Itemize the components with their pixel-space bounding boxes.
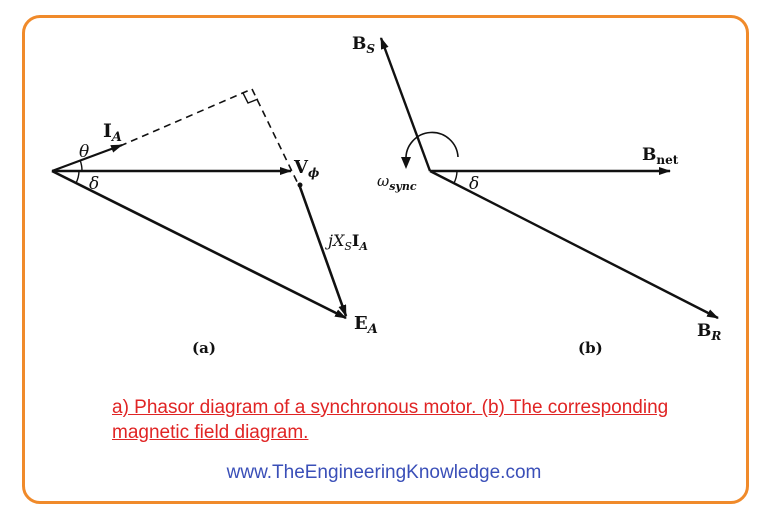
figure-frame bbox=[22, 15, 749, 504]
figure-caption: a) Phasor diagram of a synchronous motor… bbox=[112, 397, 669, 443]
label-omega-sync: ωsync bbox=[377, 172, 417, 193]
label-delta-b: δ bbox=[469, 174, 479, 194]
theta-arc bbox=[79, 159, 83, 172]
label-ia: IA bbox=[103, 120, 122, 145]
delta-arc-b bbox=[453, 170, 458, 184]
panel-label-b: (b) bbox=[578, 339, 603, 357]
label-bs: BS bbox=[352, 34, 375, 56]
label-delta-a: δ bbox=[89, 174, 99, 194]
bs-vector bbox=[379, 37, 432, 172]
panel-label-a: (a) bbox=[192, 339, 216, 357]
ea-phasor bbox=[51, 169, 347, 320]
label-br: BR bbox=[697, 321, 721, 343]
website-url[interactable]: www.TheEngineeringKnowledge.com bbox=[226, 462, 542, 483]
jxsia-phasor bbox=[298, 186, 348, 317]
diagram-b: BS Bnet BR ωsync δ (b) bbox=[352, 34, 721, 357]
label-jxsia: jXSIA bbox=[325, 231, 368, 253]
rotation-arc bbox=[405, 131, 459, 161]
label-bnet: Bnet bbox=[642, 145, 679, 167]
diagram-a: IA θ δ Vϕ jXSIA EA (a) bbox=[51, 88, 378, 357]
label-theta: θ bbox=[79, 142, 89, 162]
label-ea: EA bbox=[354, 313, 378, 337]
delta-arc-a bbox=[75, 170, 80, 184]
label-vphi: Vϕ bbox=[293, 157, 320, 180]
ia-phasor bbox=[51, 143, 123, 173]
dashed-line-top bbox=[119, 88, 253, 147]
vphi-tip-dot bbox=[297, 182, 303, 188]
right-angle-marker bbox=[242, 92, 259, 104]
br-vector bbox=[429, 169, 719, 320]
rotation-arrowhead bbox=[401, 157, 411, 169]
